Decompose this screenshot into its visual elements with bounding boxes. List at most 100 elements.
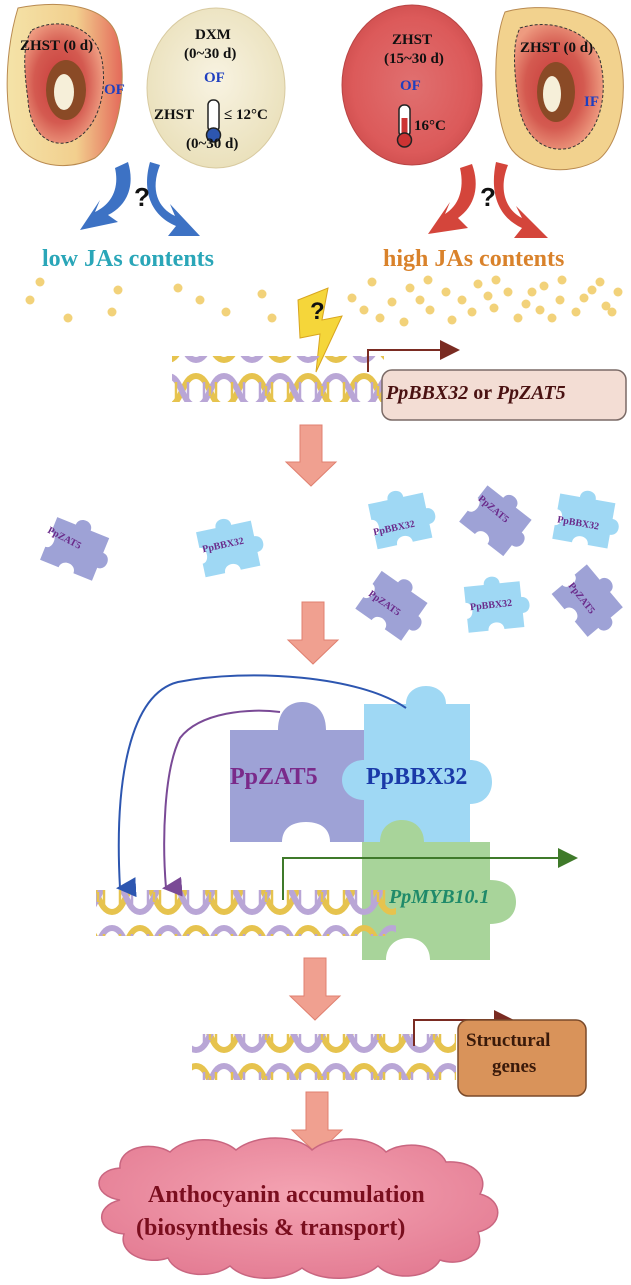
zhst-storage-temp: 16°C — [414, 118, 446, 134]
transcription-arrow — [367, 340, 460, 372]
zat5-puzzle-piece — [459, 485, 532, 557]
ja-dot — [457, 295, 467, 305]
zhst-storage-label: ZHST — [392, 32, 433, 48]
complex-bbx32-label: PpBBX32 — [366, 764, 468, 790]
ja-dot — [483, 291, 493, 301]
dxm-days: (0~30 d) — [184, 46, 237, 62]
zhst-left-label: ZHST (0 d) — [20, 38, 94, 54]
dna-strand — [172, 356, 384, 402]
low-jas-label: low JAs contents — [42, 246, 214, 272]
zhst-storage-days: (15~30 d) — [384, 51, 444, 67]
ja-dot — [415, 295, 425, 305]
ja-dot — [555, 295, 565, 305]
question-mark: ? — [480, 182, 496, 212]
zat5-binding-arrow — [162, 709, 281, 897]
ja-dots — [25, 275, 623, 327]
result-line1: Anthocyanin accumulation — [148, 1182, 425, 1208]
complex-zat5-label: PpZAT5 — [230, 764, 318, 790]
gene-joiner: or — [473, 382, 492, 404]
ja-dot — [267, 313, 277, 323]
zhst-right-label: ZHST (0 d) — [520, 40, 594, 56]
question-mark: ? — [310, 298, 325, 325]
ja-dot — [547, 313, 557, 323]
dxm-region: OF — [204, 70, 225, 86]
complex-bbx32-piece — [342, 686, 492, 842]
zhst-half-peach-right — [495, 7, 624, 171]
ja-dot — [595, 277, 605, 287]
ja-dot — [25, 295, 35, 305]
protein-pieces — [40, 485, 623, 641]
high-jas-label: high JAs contents — [383, 246, 565, 272]
down-arrow — [284, 424, 338, 487]
low-jas-arrows — [80, 162, 200, 236]
ja-dot — [63, 313, 73, 323]
zat5-puzzle-piece — [355, 570, 428, 641]
bbx32-puzzle-piece — [463, 576, 530, 633]
dna-strand — [192, 1034, 456, 1080]
dxm-peach — [146, 7, 286, 169]
zat5-puzzle-piece — [40, 517, 110, 581]
ja-dot — [359, 305, 369, 315]
zhst-left-region: OF — [104, 82, 125, 98]
ja-dot — [387, 297, 397, 307]
ja-dot — [423, 275, 433, 285]
ja-dot — [557, 275, 567, 285]
ja-dot — [173, 283, 183, 293]
structural-line2: genes — [492, 1056, 537, 1077]
bbx32-puzzle-piece — [196, 518, 264, 578]
bbx32-puzzle-piece — [552, 490, 619, 549]
zhst-storage-region: OF — [400, 78, 421, 94]
ja-dot — [367, 277, 377, 287]
ja-dot — [601, 301, 611, 311]
complex-zat5-piece — [230, 702, 364, 842]
dna-strand — [96, 890, 396, 936]
ja-dot — [473, 279, 483, 289]
dxm-temp: ≤ 12°C — [224, 107, 268, 123]
gene-box — [381, 369, 627, 421]
down-arrow — [288, 957, 342, 1021]
ja-dot — [607, 307, 617, 317]
ja-dot — [257, 289, 267, 299]
ja-dot — [347, 293, 357, 303]
ja-dot — [571, 307, 581, 317]
gene-bbx32: PpBBX32 — [386, 382, 469, 404]
ja-dot — [467, 307, 477, 317]
complex-myb-label: PpMYB10.1 — [389, 886, 490, 908]
bbx32-puzzle-piece — [368, 490, 436, 550]
ja-dot — [579, 293, 589, 303]
ja-dot — [35, 277, 45, 287]
gene-zat5: PpZAT5 — [496, 382, 566, 404]
dxm-label: DXM — [195, 27, 231, 43]
ja-dot — [375, 313, 385, 323]
dxm-storage-days: (0~30 d) — [186, 136, 239, 152]
ja-dot — [491, 275, 501, 285]
ja-dot — [425, 305, 435, 315]
ja-dot — [587, 285, 597, 295]
structural-genes-box — [457, 1019, 587, 1097]
ja-dot — [447, 315, 457, 325]
ja-dot — [521, 299, 531, 309]
thermometer-icon — [396, 104, 413, 148]
ja-dot — [195, 295, 205, 305]
ja-dot — [107, 307, 117, 317]
thermometer-icon — [205, 99, 222, 143]
ja-dot — [441, 287, 451, 297]
zhst-storage-peach — [341, 4, 483, 166]
complex-myb-piece — [362, 820, 516, 960]
zhst-half-peach-left — [6, 4, 123, 167]
ja-dot — [539, 281, 549, 291]
result-line2: (biosynthesis & transport) — [136, 1215, 406, 1241]
ja-dot — [113, 285, 123, 295]
ja-dot — [503, 287, 513, 297]
lightning-icon — [297, 287, 343, 373]
ja-dot — [221, 307, 231, 317]
dxm-cultivar: ZHST — [154, 107, 195, 123]
structural-line1: Structural — [466, 1030, 551, 1051]
anthocyanin-cloud — [98, 1137, 499, 1279]
ja-dot — [613, 287, 623, 297]
ja-dot — [405, 283, 415, 293]
bbx32-binding-arrow — [116, 674, 407, 898]
zhst-right-region: IF — [584, 94, 599, 110]
ja-dot — [513, 313, 523, 323]
